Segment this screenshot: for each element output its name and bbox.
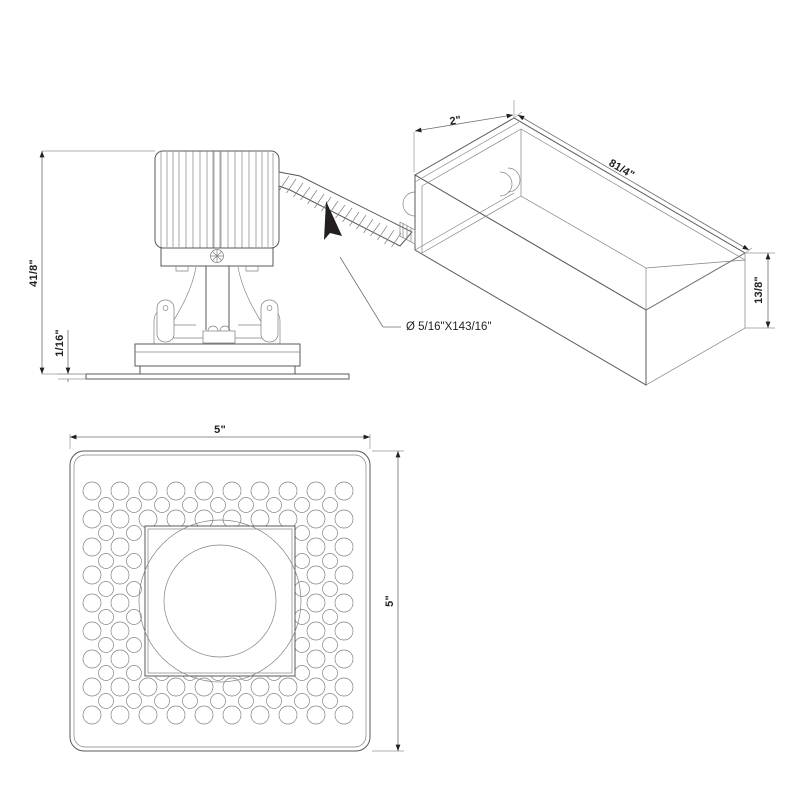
dim-label-overall-height: 41/8"	[28, 259, 40, 287]
spring-clip-left-hole	[162, 305, 169, 311]
housing-can	[134, 343, 301, 375]
leader-line	[339, 256, 384, 328]
perforation-pattern	[82, 481, 354, 725]
trim-plate	[85, 373, 350, 380]
junction-box-isometric-view: 2" 81/4" 13/8"	[399, 100, 775, 386]
spring-clip-right-hole	[266, 305, 273, 311]
dimension-trim-thickness: 1/16"	[54, 329, 86, 382]
leader-arrowhead	[324, 201, 342, 240]
bottom-plan-view: 5" 5"	[69, 424, 404, 752]
jbox-left-bottom	[414, 192, 515, 251]
ext-jb-l-end	[744, 247, 753, 254]
spring-clip-left	[156, 299, 175, 343]
aperture-square-inner	[147, 528, 293, 674]
gimbal-yoke	[170, 266, 265, 344]
aperture-square-outer	[144, 525, 296, 677]
spring-clip-right	[260, 299, 279, 343]
jbox-inner-right-rim	[645, 259, 746, 269]
reflector-outer-circle	[138, 519, 302, 683]
conduit-coils	[279, 175, 402, 248]
conduit-leader	[324, 201, 401, 328]
knockout-mid	[499, 171, 513, 197]
dim-label-plate-width: 5"	[214, 424, 226, 436]
dimension-overall-height: 41/8"	[28, 150, 155, 375]
dimension-plate-depth: 5"	[372, 450, 404, 752]
led-optic-block	[202, 330, 236, 344]
dim-label-jbox-width: 2"	[449, 114, 462, 128]
dim-label-jbox-height: 13/8"	[753, 276, 765, 304]
callout-label-conduit: Ø 5/16"X143/16"	[406, 321, 492, 333]
dim-line-jbox-width	[414, 113, 514, 133]
jbox-right-edge	[645, 252, 746, 311]
led-dome-left	[207, 325, 219, 332]
reflector-inner-circle	[163, 544, 277, 658]
housing-lip	[139, 365, 296, 375]
knockout-left	[402, 191, 416, 217]
heatsink-assembly	[154, 150, 280, 249]
jbox-inner-bottom	[421, 195, 522, 254]
jbox-conduit-stub	[399, 221, 416, 245]
trim-flange	[85, 373, 350, 380]
heatsink-collar	[160, 247, 274, 272]
conduit-stub-outline	[399, 221, 416, 245]
heatsink-body	[154, 150, 280, 249]
trim-plate-inner-outline	[73, 454, 367, 748]
junction-box-body	[414, 117, 746, 386]
housing-body	[134, 343, 301, 367]
dim-label-trim-thickness: 1/16"	[54, 329, 66, 357]
led-dome-right	[219, 325, 231, 332]
conduit-outline	[278, 171, 413, 247]
dim-label-plate-depth: 5"	[384, 595, 396, 607]
yoke-left-arm	[170, 266, 197, 326]
dimension-jbox-height: 13/8"	[745, 252, 775, 329]
heatsink-fins	[160, 151, 274, 248]
flexible-conduit	[278, 171, 413, 248]
dimension-jbox-width: 2"	[413, 100, 517, 172]
front-elevation-view: 41/8" 1/16" Ø 5/16"X143/16"	[28, 150, 492, 382]
dimension-plate-width: 5"	[69, 424, 371, 449]
yoke-right-arm	[237, 266, 264, 326]
dim-line-jbox-length	[517, 114, 750, 251]
